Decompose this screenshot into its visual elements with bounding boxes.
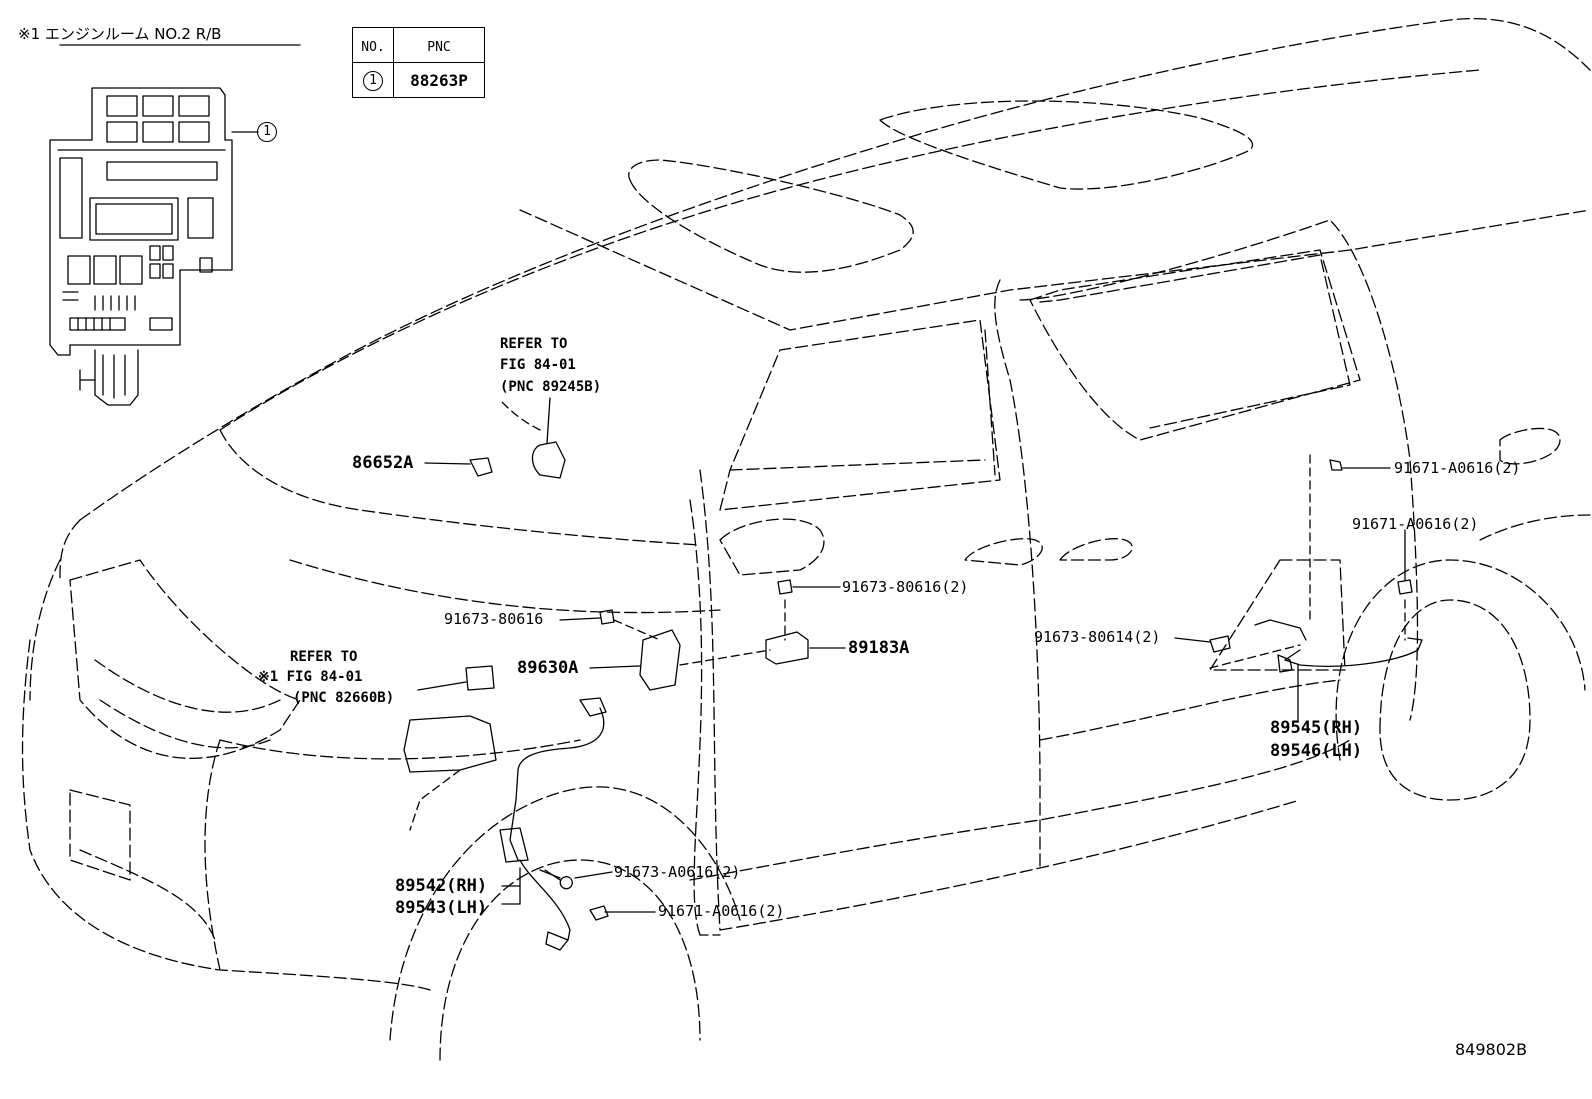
refer-mid-line2: ※1 FIG 84-01: [258, 669, 363, 685]
table-header-no: NO.: [352, 27, 394, 63]
refer-mid-line1: REFER TO: [290, 649, 358, 665]
label-89630A[interactable]: 89630A: [517, 658, 579, 678]
refer-top-line2: FIG 84-01: [500, 357, 576, 373]
relay-block-drawing: [49, 87, 259, 406]
table-cell-no: 1: [352, 62, 394, 98]
refer-top-line1: REFER TO: [500, 336, 568, 352]
figure-code: 849802B: [1455, 1040, 1528, 1059]
label-91673-80614-2[interactable]: 91673-80614(2): [1034, 628, 1161, 646]
label-91671-A0616-2-low[interactable]: 91671-A0616(2): [658, 902, 785, 920]
label-89183A[interactable]: 89183A: [848, 638, 910, 658]
table-header-row: NO. PNC: [352, 27, 485, 63]
label-91673-80616-2[interactable]: 91673-80616(2): [842, 578, 969, 596]
part-spiral-sensor-icon: [531, 441, 566, 479]
label-91671-A0616-2-mid[interactable]: 91671-A0616(2): [1352, 515, 1479, 533]
callout-1: 1: [257, 122, 277, 142]
part-86652A-icon: [469, 457, 493, 477]
rear-wheel-sensor-harness-icon: [1254, 619, 1423, 667]
table-header-pnc: PNC: [393, 27, 485, 63]
label-91673-A0616-2[interactable]: 91673-A0616(2): [614, 863, 741, 881]
front-wheel-sensor-harness-icon: [509, 697, 607, 941]
label-91671-A0616-2-top[interactable]: 91671-A0616(2): [1394, 459, 1521, 477]
dashed-leaders: [409, 399, 1406, 936]
label-89546-lh[interactable]: 89546(LH): [1270, 741, 1363, 761]
part-89183A-icon: [765, 631, 809, 665]
pnc-table: NO. PNC 1 88263P: [352, 27, 485, 98]
part-abs-actuator-icon: [403, 715, 497, 773]
part-relay-icon: [465, 665, 495, 691]
label-89543-lh[interactable]: 89543(LH): [395, 898, 488, 918]
label-86652A[interactable]: 86652A: [352, 453, 414, 473]
label-89542-rh[interactable]: 89542(RH): [395, 876, 488, 896]
label-89545-rh[interactable]: 89545(RH): [1270, 718, 1363, 738]
table-row: 1 88263P: [352, 62, 485, 98]
engine-room-note: ※1 エンジンルーム NO.2 R/B: [18, 25, 222, 43]
refer-top-line3: (PNC 89245B): [500, 379, 602, 395]
label-91673-80616[interactable]: 91673-80616: [444, 610, 544, 628]
table-cell-pnc: 88263P: [393, 62, 485, 98]
refer-mid-line3: (PNC 82660B): [293, 690, 395, 706]
part-89630A-icon: [639, 629, 681, 691]
parts-drawings: [403, 441, 1423, 951]
vehicle-body-outline: [21, 18, 1591, 1061]
leader-lines: [417, 397, 1406, 913]
